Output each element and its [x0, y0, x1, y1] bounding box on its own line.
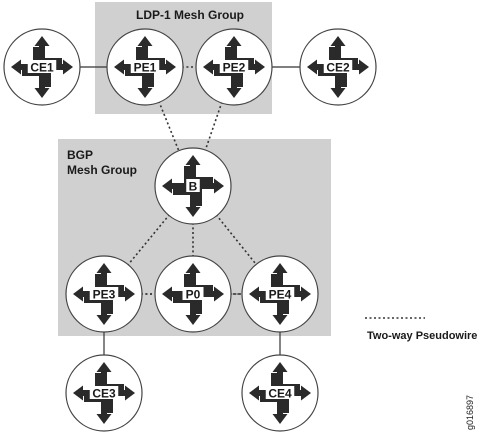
router-pe3-label-bg — [89, 287, 119, 300]
down-arrow-icon — [22, 70, 50, 98]
router-ce1-label: CE1 — [30, 61, 54, 75]
up-arrow-icon — [34, 36, 62, 64]
up-arrow-icon — [96, 263, 124, 291]
up-arrow-icon — [272, 362, 300, 390]
router-p0: P0 — [154, 255, 232, 333]
router-pe1: PE1 — [106, 28, 184, 106]
up-arrow-icon — [330, 36, 358, 64]
figure-id: g016897 — [465, 395, 475, 430]
down-arrow-icon — [84, 396, 112, 424]
down-arrow-icon — [173, 297, 201, 325]
router-ce2: CE2 — [299, 28, 377, 106]
down-arrow-icon — [214, 70, 242, 98]
up-arrow-icon — [137, 36, 165, 64]
router-pe1-label: PE1 — [134, 61, 157, 75]
down-arrow-icon — [173, 189, 201, 217]
router-pe2-label: PE2 — [223, 61, 246, 75]
up-arrow-icon — [96, 362, 124, 390]
router-pe4-label-bg — [265, 287, 295, 300]
router-p0-label-bg — [182, 287, 204, 300]
router-b-label-bg — [186, 179, 200, 192]
down-arrow-icon — [125, 70, 153, 98]
router-b-label: B — [189, 180, 198, 194]
router-ce1: CE1 — [3, 28, 81, 106]
router-ce2-label: CE2 — [326, 61, 350, 75]
router-ce3-label: CE3 — [92, 387, 116, 401]
up-arrow-icon — [185, 155, 213, 183]
right-arrow-icon — [196, 178, 224, 206]
router-p0-label: P0 — [186, 288, 201, 302]
router-ce3-label-bg — [89, 386, 119, 399]
router-pe1-label-bg — [130, 60, 160, 73]
ldp-mesh-group-label: LDP-1 Mesh Group — [136, 8, 244, 22]
router-ce4: CE4 — [241, 354, 319, 432]
router-b: B — [154, 147, 232, 225]
up-arrow-icon — [226, 36, 254, 64]
down-arrow-icon — [260, 396, 288, 424]
router-ce4-label-bg — [265, 386, 295, 399]
router-pe3-label: PE3 — [93, 288, 116, 302]
router-pe2: PE2 — [195, 28, 273, 106]
router-ce2-label-bg — [323, 60, 353, 73]
router-pe2-label-bg — [219, 60, 249, 73]
bgp-mesh-group-label-line2: Mesh Group — [67, 163, 137, 177]
router-ce4-label: CE4 — [268, 387, 292, 401]
up-arrow-icon — [185, 263, 213, 291]
router-pe4: PE4 — [241, 255, 319, 333]
legend-label: Two-way Pseudowire — [367, 330, 477, 342]
up-arrow-icon — [272, 263, 300, 291]
down-arrow-icon — [260, 297, 288, 325]
router-pe4-label: PE4 — [269, 288, 292, 302]
router-ce3: CE3 — [65, 354, 143, 432]
down-arrow-icon — [84, 297, 112, 325]
left-arrow-icon — [162, 166, 190, 194]
bgp-mesh-group-label-line1: BGP — [67, 148, 93, 162]
router-ce1-label-bg — [27, 60, 57, 73]
router-pe3: PE3 — [65, 255, 143, 333]
down-arrow-icon — [318, 70, 346, 98]
